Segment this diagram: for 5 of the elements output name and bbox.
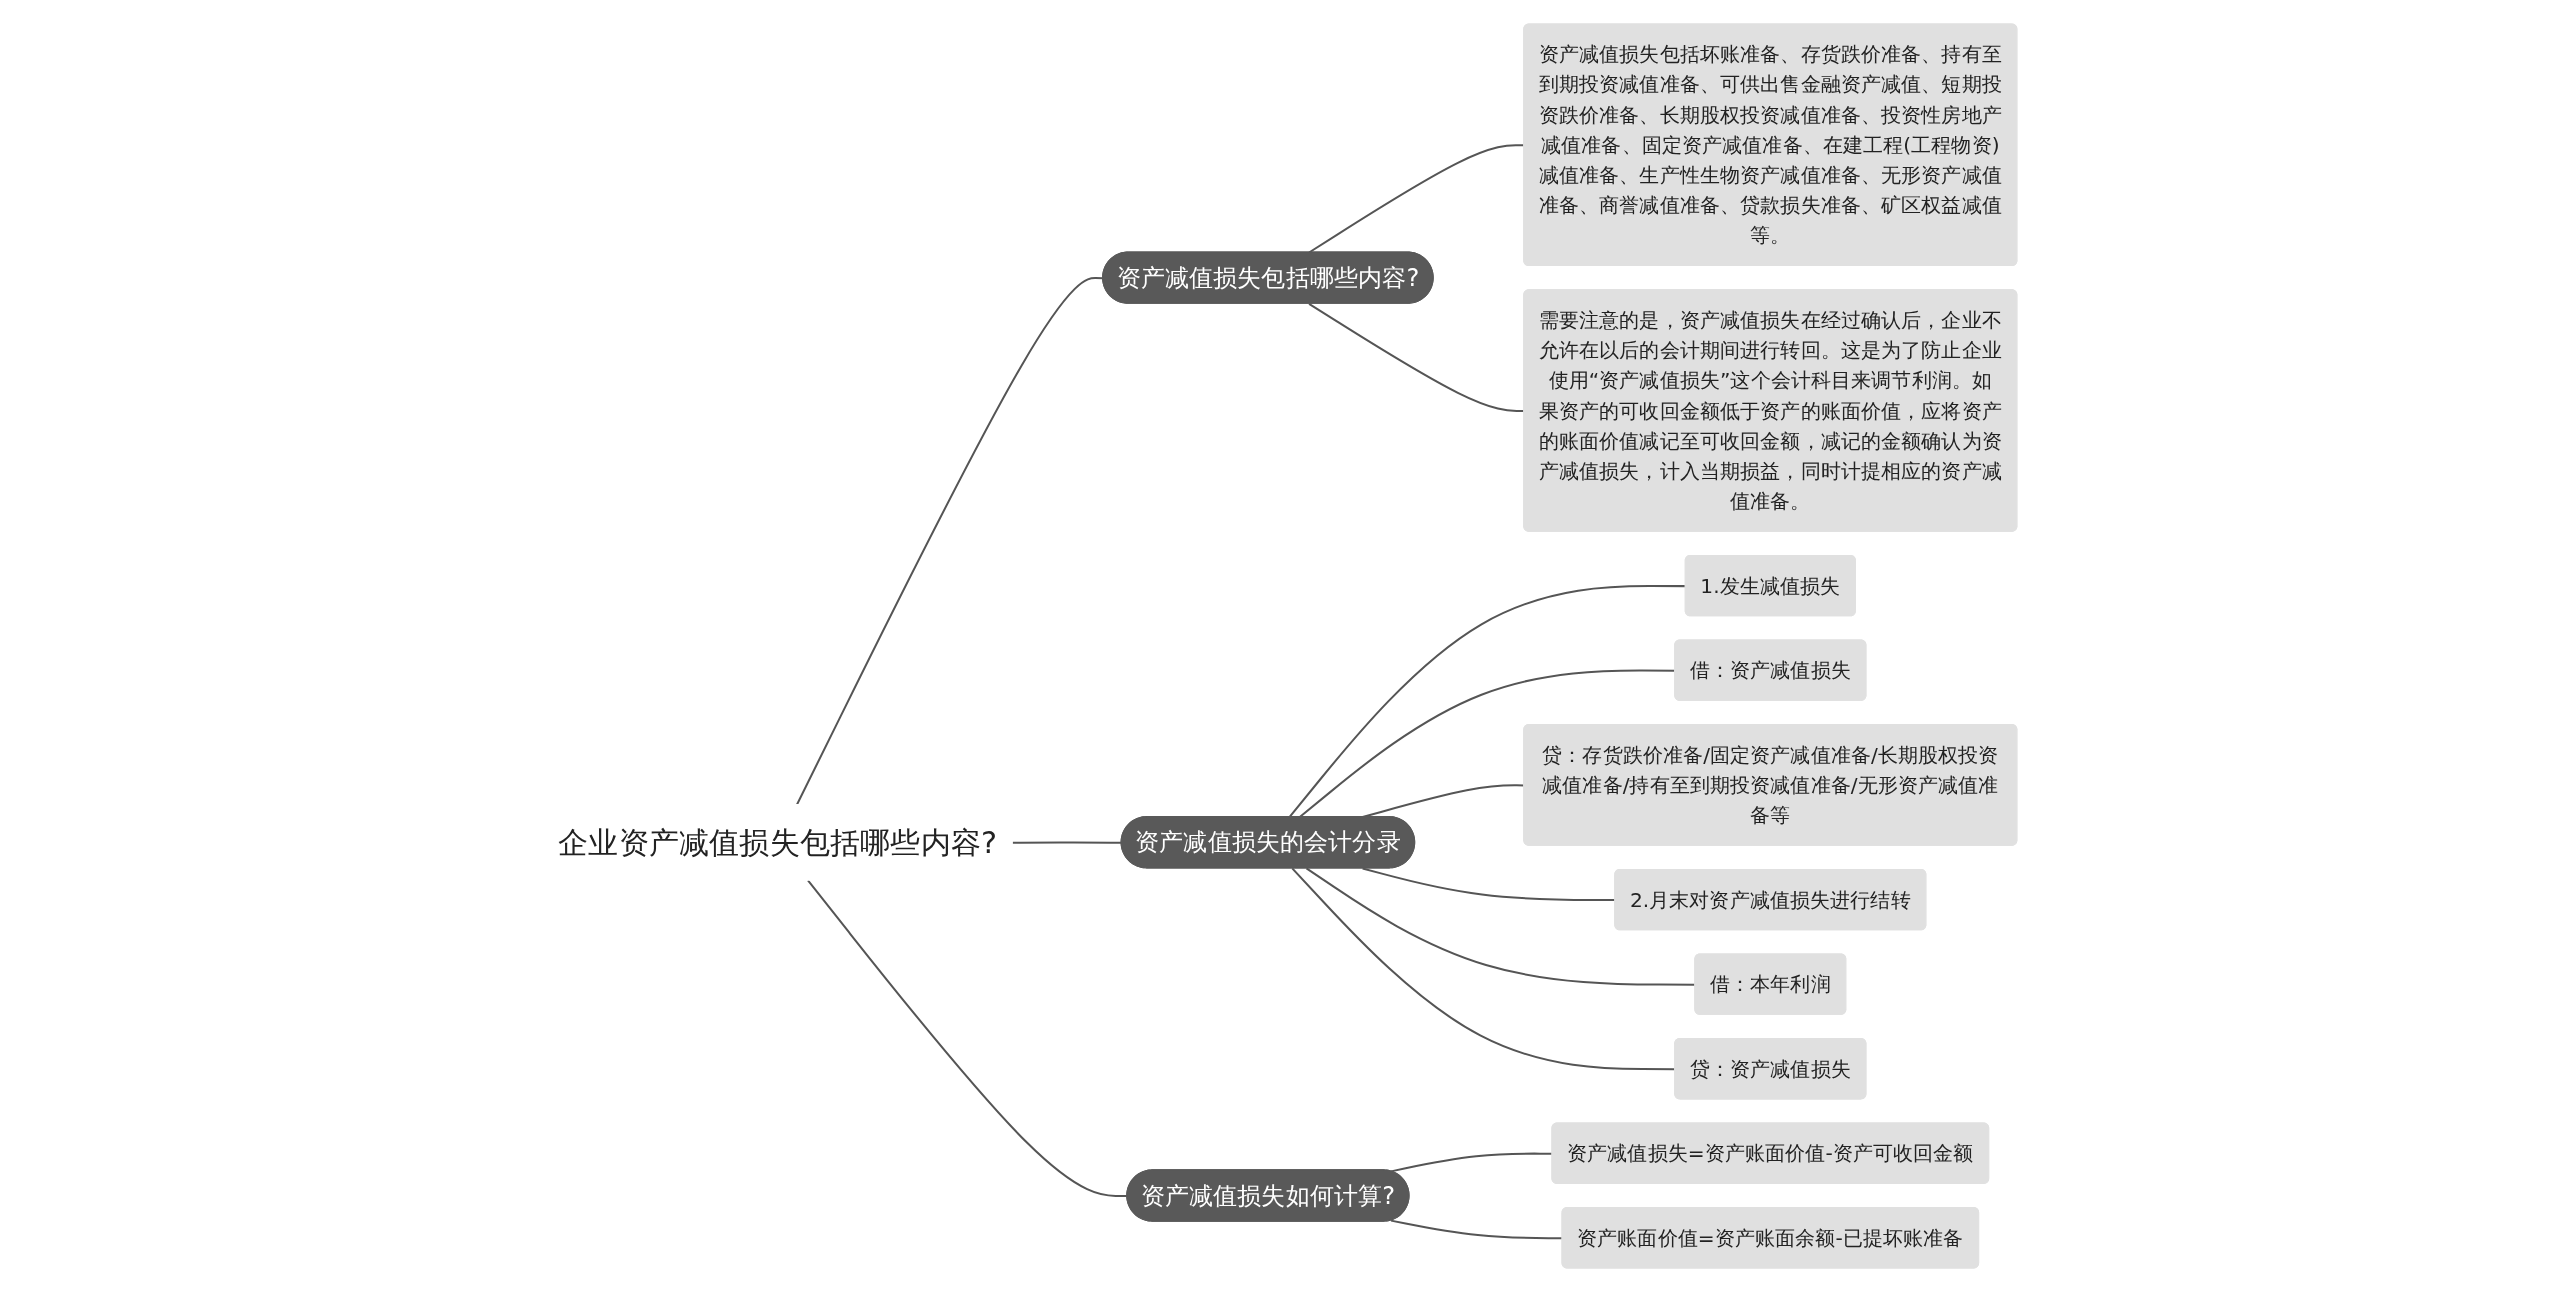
connector <box>1288 585 1686 818</box>
node-text: 企业资产减值损失包括哪些内容? <box>558 824 997 860</box>
connector <box>1390 1219 1563 1240</box>
connector <box>1012 841 1122 844</box>
connector <box>795 277 1104 806</box>
